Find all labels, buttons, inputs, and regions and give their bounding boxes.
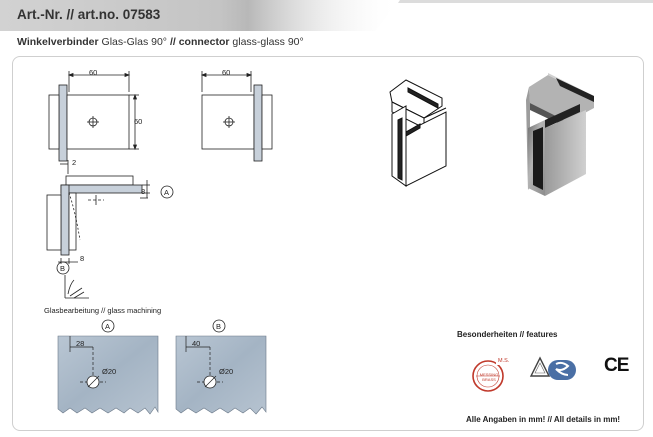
plate-a-offset: 28 (76, 339, 85, 348)
machining-symbol-icon (64, 275, 89, 299)
subtitle-separator: // (169, 36, 176, 48)
plate-a-diameter: Ø20 (102, 367, 117, 376)
glass-machining-label: Glasbearbeitung // glass machining (44, 306, 162, 315)
brass-badge-label: MESSING BRASS (479, 372, 499, 382)
plate-b-diameter: Ø20 (219, 367, 234, 376)
front-view-right (200, 71, 273, 162)
dim-60-vertical: 60 (134, 117, 143, 126)
name-en: connector (178, 36, 230, 48)
header-bar (0, 0, 653, 31)
dim-8-top: 8 (141, 187, 146, 196)
desc-de: Glas-Glas 90° (101, 36, 168, 48)
dim-8-bottom: 8 (80, 254, 85, 263)
plate-b-marker: B (216, 322, 222, 331)
plate-b-offset: 40 (192, 339, 201, 348)
page-title: Art.-Nr. // art.no. 07583 (17, 7, 161, 22)
features-title: Besonderheiten // features (457, 330, 558, 339)
dim-2: 2 (72, 158, 77, 167)
plate-a-marker: A (105, 322, 111, 331)
marker-b-bottom: B (60, 264, 66, 273)
footer-note: Alle Angaben in mm! // All details in mm… (466, 415, 621, 424)
isometric-line-drawing (389, 79, 447, 187)
quality-seal-icon (529, 355, 578, 383)
product-subtitle: Winkelverbinder Glas-Glas 90° // connect… (17, 36, 304, 48)
desc-en: glass-glass 90° (232, 36, 304, 48)
name-de: Winkelverbinder (17, 36, 99, 48)
front-view-left (48, 71, 139, 162)
marker-a-top: A (164, 188, 170, 197)
glass-plate-b (175, 319, 267, 415)
angle-view (46, 160, 174, 275)
brass-badge-icon (472, 358, 510, 392)
dim-60-left: 60 (89, 68, 98, 77)
header: Art.-Nr. // art.no. 07583 (0, 0, 653, 31)
product-photo (526, 73, 594, 196)
dim-60-right: 60 (222, 68, 231, 77)
glass-plate-a (57, 319, 159, 415)
ce-mark: CE (604, 355, 629, 376)
brass-badge-top: M.S. (498, 358, 510, 364)
